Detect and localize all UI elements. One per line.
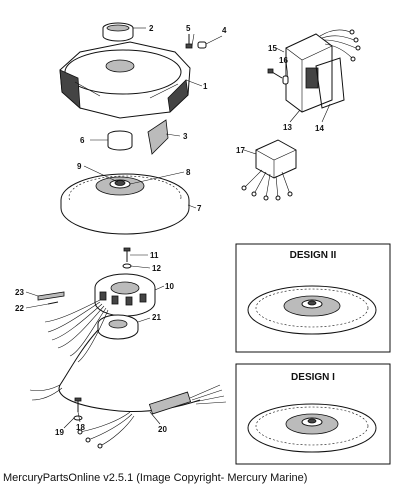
callout-3: 3 <box>183 132 188 141</box>
washer-12[interactable] <box>122 263 132 269</box>
callout-19: 19 <box>55 428 64 437</box>
callout-12: 12 <box>152 264 161 273</box>
screw-18[interactable] <box>74 397 82 412</box>
design-2-panel <box>235 243 391 353</box>
callout-22: 22 <box>15 304 24 313</box>
callout-23: 23 <box>15 288 24 297</box>
rectifier[interactable] <box>241 139 297 201</box>
grommet-4[interactable] <box>197 41 207 49</box>
callout-9: 9 <box>77 162 82 171</box>
trigger-coil[interactable] <box>97 314 139 340</box>
switch-box-leads <box>319 29 361 62</box>
bracket-3[interactable] <box>147 119 169 155</box>
flywheel[interactable] <box>60 173 190 235</box>
wiring-harness[interactable] <box>29 329 227 449</box>
callout-16: 16 <box>279 56 288 65</box>
callout-14: 14 <box>315 124 324 133</box>
grommet-16[interactable] <box>282 75 289 85</box>
callout-13: 13 <box>283 123 292 132</box>
screw-22[interactable] <box>47 301 59 305</box>
callout-21: 21 <box>152 313 161 322</box>
callout-15: 15 <box>268 44 277 53</box>
callout-20: 20 <box>158 425 167 434</box>
copyright-caption: MercuryPartsOnline v2.5.1 (Image Copyrig… <box>3 472 308 484</box>
callout-1: 1 <box>203 82 208 91</box>
callout-11: 11 <box>150 251 159 260</box>
mounting-bracket[interactable] <box>315 57 345 109</box>
flywheel-cover[interactable] <box>59 41 191 119</box>
callout-8: 8 <box>186 168 191 177</box>
callout-17: 17 <box>236 146 245 155</box>
design-1-title: DESIGN I <box>291 372 335 383</box>
design-1-panel <box>235 363 391 465</box>
switch-box[interactable] <box>285 33 333 113</box>
screw-11[interactable] <box>123 247 131 262</box>
cover-cap[interactable] <box>102 22 134 42</box>
callout-7: 7 <box>197 204 202 213</box>
washer-19[interactable] <box>73 415 83 421</box>
callout-4: 4 <box>222 26 227 35</box>
callout-6: 6 <box>80 136 85 145</box>
leader-lines <box>25 27 331 429</box>
design-2-title: DESIGN II <box>290 250 337 261</box>
callout-10: 10 <box>165 282 174 291</box>
clamp-23[interactable] <box>37 291 65 301</box>
callout-2: 2 <box>149 24 154 33</box>
bushing-6[interactable] <box>107 130 133 151</box>
screw-15[interactable] <box>267 68 283 79</box>
screw-5[interactable] <box>185 34 193 49</box>
callout-5: 5 <box>186 24 191 33</box>
callout-18: 18 <box>76 423 85 432</box>
stator[interactable] <box>94 273 156 317</box>
stator-leads <box>44 299 109 363</box>
